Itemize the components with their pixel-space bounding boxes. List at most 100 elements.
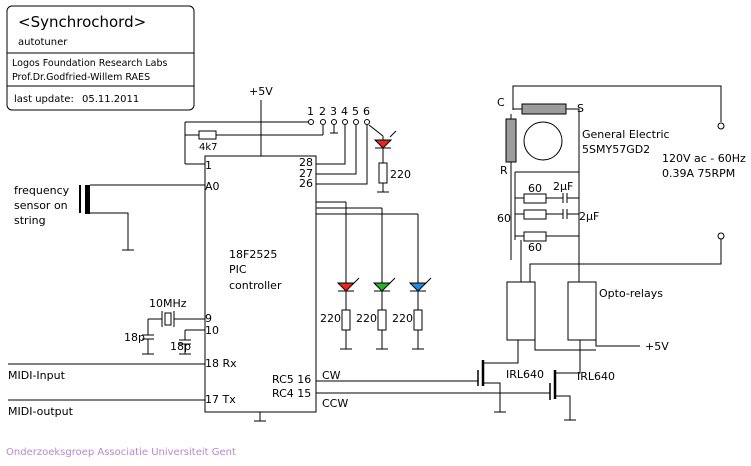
crystal-icon: [164, 312, 172, 326]
org-text: Logos Foundation Research Labs: [12, 58, 168, 69]
pin-label-1: 1: [307, 105, 314, 118]
sensor-label-3: string: [14, 214, 46, 227]
pic-pin-28: 28: [299, 156, 313, 169]
motor-drivers: CW CCW IRL640 IRL640: [316, 340, 615, 421]
pic-label-controller: controller: [229, 279, 282, 292]
motor-make: General Electric: [582, 128, 670, 141]
update-date: 05.11.2011: [82, 94, 139, 105]
motor-c-label: C: [497, 96, 505, 109]
resistor-blue: [413, 309, 423, 331]
led-top-icon: [373, 139, 393, 149]
resistor-red: [341, 309, 351, 331]
resistor-red-label: 220: [320, 312, 341, 325]
resistor-blue-label: 220: [392, 312, 413, 325]
pin-6: [364, 119, 370, 125]
connector-header: 1 2 3 4 5 6: [307, 105, 384, 185]
resistor-60-bottom: [523, 231, 547, 242]
motor-s-label: S: [577, 102, 584, 115]
footer-text: Onderzoeksgroep Associatie Universiteit …: [6, 447, 236, 458]
resistor-60-top: [523, 193, 547, 204]
midi-ports: MIDI-Input MIDI-output: [8, 363, 205, 418]
motor-coil-s-icon: [521, 103, 567, 115]
motor-r-label: R: [500, 164, 508, 177]
title-block: <Synchrochord> autotuner Logos Foundatio…: [6, 5, 195, 111]
subtitle-text: autotuner: [18, 37, 68, 48]
rc-network: 60 2µF 60 2µF 60: [497, 171, 599, 254]
opto-label: Opto-relays: [599, 287, 663, 300]
resistor-green: [377, 309, 387, 331]
motor-model: 5SMY57GD2: [582, 143, 650, 156]
pic-chip-body: [204, 155, 317, 413]
motor-coil-r-icon: [505, 118, 517, 163]
led-green-icon: [372, 282, 392, 292]
pin-label-6: 6: [363, 105, 370, 118]
crystal-freq: 10MHz: [149, 297, 187, 310]
ac-terminal-bottom: [717, 232, 725, 240]
supply-rail: +5V 4k7: [184, 85, 323, 165]
cw-label: CW: [322, 369, 341, 382]
pin-1: [308, 119, 314, 125]
update-label: last update:: [14, 94, 74, 105]
pic-part-number: 18F2525: [229, 248, 277, 261]
pin-4: [342, 119, 348, 125]
pin-label-5: 5: [352, 105, 359, 118]
ccw-label: CCW: [322, 397, 348, 410]
pic-pin-17: 17 Tx: [205, 393, 236, 406]
pic-pin-rc4: RC4 15: [272, 387, 311, 400]
resistor-top: [378, 162, 388, 184]
motor-spec-1: 120V ac - 60Hz: [662, 152, 746, 165]
frequency-sensor: frequency sensor on string: [14, 184, 205, 251]
pic-pin-10: 10: [205, 324, 219, 337]
pin-label-2: 2: [319, 105, 326, 118]
motor-spec-2: 0.39A 75RPM: [662, 167, 735, 180]
midi-input-label: MIDI-Input: [8, 369, 66, 382]
author-text: Prof.Dr.Godfried-Willem RAES: [12, 72, 150, 83]
pic-pin-1: 1: [205, 159, 212, 172]
status-led-top: 220: [373, 130, 411, 193]
ac-motor: C S R General Electric 5SMY57GD2 120V ac…: [497, 85, 746, 260]
sensor-coil-icon: [85, 185, 90, 214]
resistor-60-top-label: 60: [528, 182, 542, 195]
pic-pin-rc5: RC5 16: [272, 373, 311, 386]
resistor-4k7-label: 4k7: [199, 142, 218, 153]
ac-terminal-top: [717, 122, 725, 130]
pin-label-3: 3: [330, 105, 337, 118]
plus5v-label: +5V: [249, 85, 273, 98]
opto-relay-left: [506, 281, 536, 341]
plus5v-right-label: +5V: [645, 340, 669, 353]
pic-label-pic: PIC: [229, 263, 247, 276]
pic-pin-26: 26: [299, 177, 313, 190]
pin-5: [353, 119, 359, 125]
opto-relay-right: [567, 281, 597, 341]
resistor-green-label: 220: [356, 312, 377, 325]
crystal-oscillator: 10MHz 18p 18p: [124, 297, 205, 355]
pic-pin-a0: A0: [205, 180, 220, 193]
mosfet-left-label: IRL640: [506, 368, 544, 381]
resistor-top-label: 220: [390, 168, 411, 181]
title-text: <Synchrochord>: [18, 13, 146, 31]
pic-pin-18: 18 Rx: [205, 357, 237, 370]
led-red-icon: [336, 282, 356, 292]
cap-top-label: 2µF: [553, 180, 573, 193]
midi-output-label: MIDI-output: [8, 405, 74, 418]
resistor-60-mid-label: 60: [497, 212, 511, 225]
pic-pin-9: 9: [205, 312, 212, 325]
mosfet-right-label: IRL640: [577, 370, 615, 383]
resistor-60-mid: [523, 209, 547, 220]
sensor-label-2: sensor on: [14, 199, 68, 212]
title-block-frame: [6, 5, 195, 111]
pic-pin-27: 27: [299, 167, 313, 180]
pic-controller: 1 A0 9 10 18 Rx 17 Tx 28 27 26 RC5 16 RC…: [204, 155, 317, 422]
resistor-60-bottom-label: 60: [528, 241, 542, 254]
opto-relays: Opto-relays +5V: [506, 236, 722, 353]
pin-label-4: 4: [341, 105, 348, 118]
motor-rotor-icon: [523, 121, 563, 161]
sensor-label-1: frequency: [14, 184, 70, 197]
crystal-cap1-label: 18p: [124, 331, 145, 344]
crystal-cap2-label: 18p: [170, 340, 191, 353]
pin-2: [320, 119, 326, 125]
cap-bottom-label: 2µF: [579, 210, 599, 223]
led-blue-icon: [408, 282, 428, 292]
